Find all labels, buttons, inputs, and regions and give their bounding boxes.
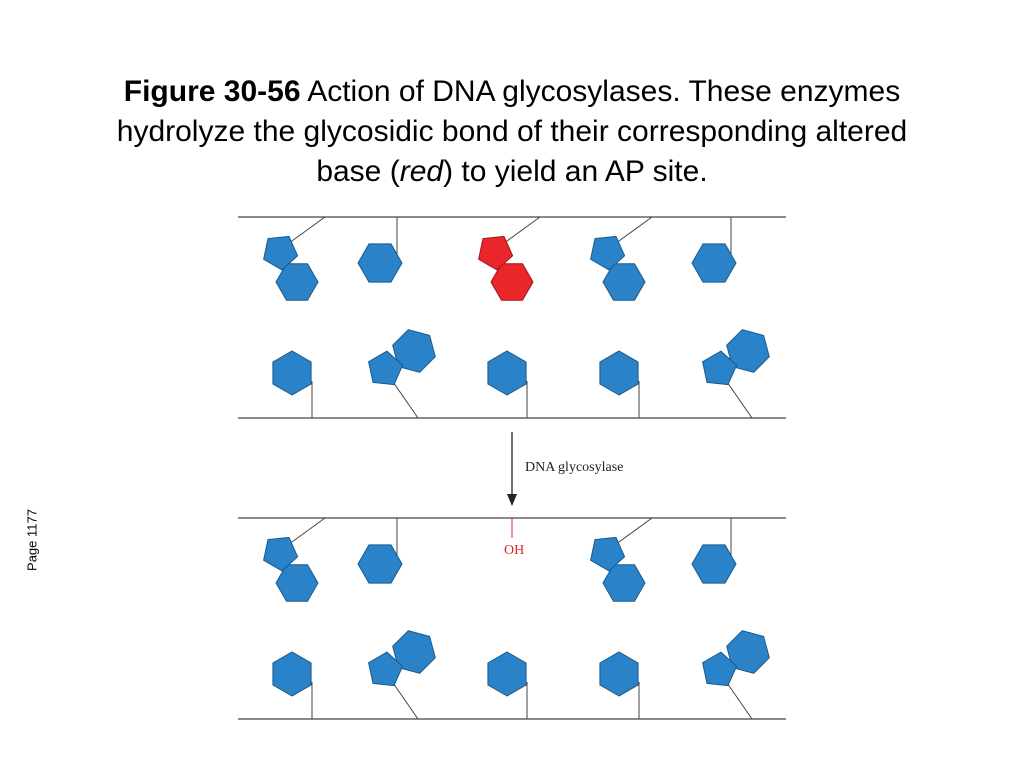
purine-five-ring [590,235,626,271]
before-panel [238,216,786,419]
caption-emphasis: red [399,155,444,188]
figure-caption: Figure 30-56 Action of DNA glycosylases.… [90,72,934,192]
pyrimidine-base [691,544,737,584]
oh-label: OH [504,543,524,558]
glycosidic-bond [390,679,419,720]
pyrimidine-base [691,243,737,283]
glycosidic-bond [724,679,753,720]
purine-six-ring [275,263,319,301]
purine-five-ring [702,651,738,687]
pyrimidine-base [272,651,312,697]
pyrimidine-base [357,243,403,283]
pyrimidine-base [357,544,403,584]
purine-five-ring [263,235,299,271]
purine-five-ring [263,536,299,572]
purine-six-ring [275,564,319,602]
altered-base-five-ring [478,235,514,271]
after-panel [238,517,786,720]
reaction-arrow-head [507,494,517,506]
arrow-label: DNA glycosylase [525,460,623,475]
caption-text-start: Action of DNA glycosylases. These enzyme… [116,75,908,188]
purine-six-ring [602,263,646,301]
glycosidic-bond [390,378,419,419]
purine-five-ring [590,536,626,572]
purine-five-ring [702,350,738,386]
figure-number: Figure 30-56 [123,75,301,108]
purine-six-ring [726,630,770,674]
pyrimidine-base [272,350,312,396]
caption-text-end: ) to yield an AP site. [443,155,708,188]
pyrimidine-base [487,651,527,697]
altered-base-six-ring [490,263,534,301]
purine-five-ring [368,651,404,687]
pyrimidine-base [599,651,639,697]
purine-six-ring [602,564,646,602]
pyrimidine-base [599,350,639,396]
purine-six-ring [392,630,436,674]
glycosidic-bond [724,378,753,419]
pyrimidine-base [487,350,527,396]
purine-six-ring [392,329,436,373]
purine-five-ring [368,350,404,386]
purine-six-ring [726,329,770,373]
